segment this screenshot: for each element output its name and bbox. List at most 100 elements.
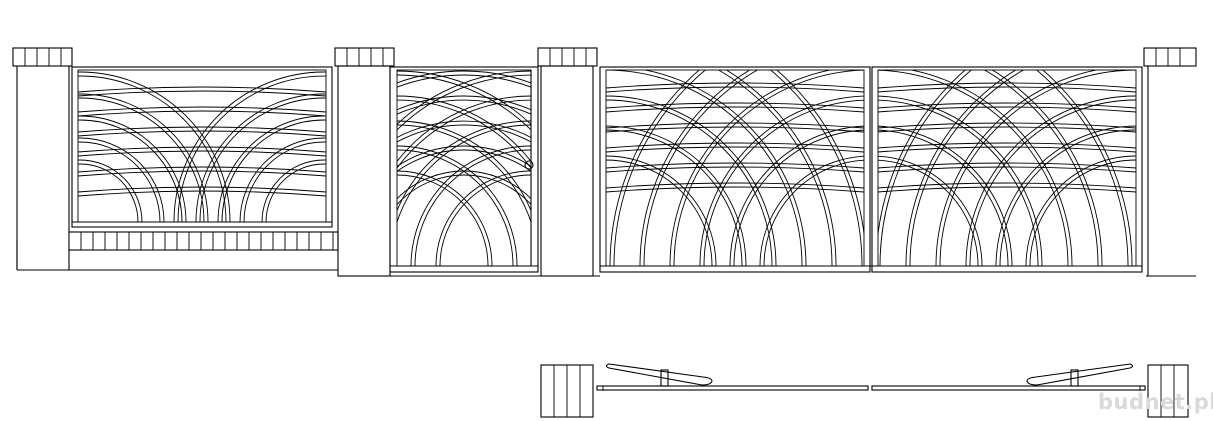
horizontal-rail [878,86,1136,93]
arc-bar [878,95,1043,266]
gate-opener-arm-left [602,363,713,391]
plan-gate-leaves [596,385,1146,391]
arc-bar [397,170,493,266]
plan-pillar-left [540,364,594,418]
plan-view [540,363,1189,418]
wicket-arcs [397,70,531,266]
arc-bar [1042,70,1133,266]
low-wall [68,231,339,270]
arc-bar [78,75,227,222]
arc-bar [177,75,326,222]
pillar-4 [1143,47,1197,276]
arc-bar [78,115,187,222]
ground-line [16,240,1196,277]
horizontal-rail [78,86,326,93]
arc-bar [999,129,1136,266]
arc-bar [909,70,1025,266]
arc-bar [1035,70,1129,266]
arc-bar [397,145,518,266]
arc-bar [935,70,1099,266]
arc-bar [991,70,1103,266]
arc-bar [78,137,165,222]
horizontal-rail [78,190,326,197]
arc-bar [879,70,973,266]
gate-leaf-right-arcs [878,70,1136,266]
arc-bar [606,125,747,266]
arc-bar [199,97,326,222]
horizontal-rail [78,110,326,117]
horizontal-rail [606,146,864,153]
arc-bar [173,71,326,222]
double-gate [599,66,1143,273]
arc-bar [397,70,531,84]
gate-leaf-left-arcs [606,70,864,266]
arc-bar [397,149,531,172]
horizontal-rail [78,90,326,97]
arc-bar [699,95,864,266]
arc-bar [669,70,833,266]
horizontal-rail [878,102,1136,109]
horizontal-rail [606,102,864,109]
arc-bar [78,163,139,222]
arc-bar [78,119,183,222]
horizontal-rail [878,186,1136,193]
horizontal-rail [878,122,1136,129]
arc-bar [78,97,205,222]
arc-bar [397,99,531,115]
pillar-3 [537,47,598,277]
arc-bar [239,137,326,222]
arc-bar [397,174,489,266]
arc-bar [397,120,531,138]
horizontal-rail [606,86,864,93]
horizontal-rail [78,150,326,157]
horizontal-rail [606,182,864,189]
arc-bar [905,70,1017,266]
arc-bar [243,141,326,222]
arc-bar [439,174,531,266]
arc-bar [725,70,837,266]
arc-bar [435,170,531,266]
arc-bar [397,170,531,200]
gate-handle [524,160,534,170]
plan-pillar-right [1147,364,1189,418]
arc-bar [878,70,966,238]
front-elevation [12,47,1197,277]
horizontal-rail [606,106,864,113]
horizontal-rail [78,106,326,113]
horizontal-rail [606,166,864,173]
arc-bar [397,149,514,266]
arc-bar [397,95,531,111]
arc-bar [606,99,773,266]
horizontal-rail [606,186,864,193]
panel-left-arcs [78,71,326,222]
arc-bar [643,70,807,266]
arc-bar [397,174,531,206]
arc-bar [717,70,833,266]
arc-bar [776,70,864,238]
horizontal-rail [78,166,326,173]
horizontal-rail [878,146,1136,153]
horizontal-rail [606,82,864,89]
arc-bar [1025,155,1136,266]
arc-bar [878,125,1013,266]
arc-bar [414,149,531,266]
arc-bar [878,129,1009,266]
arc-bar [759,155,864,266]
arc-bar [397,124,531,224]
gate-opener-arm-right [1026,363,1141,391]
arc-bar [261,159,326,222]
arc-bar [909,70,1073,266]
arc-bar [769,70,863,266]
horizontal-rail [878,82,1136,89]
arc-bar [613,70,707,266]
horizontal-rail [878,182,1136,189]
arc-bar [221,119,326,222]
arc-bar [397,74,531,88]
arc-bar [78,159,143,222]
arc-bar [733,129,864,266]
arc-bar [606,70,803,266]
arc-bar [410,145,531,266]
arc-bar [639,70,751,266]
watermark-logo: budnet.pl [1098,390,1213,414]
